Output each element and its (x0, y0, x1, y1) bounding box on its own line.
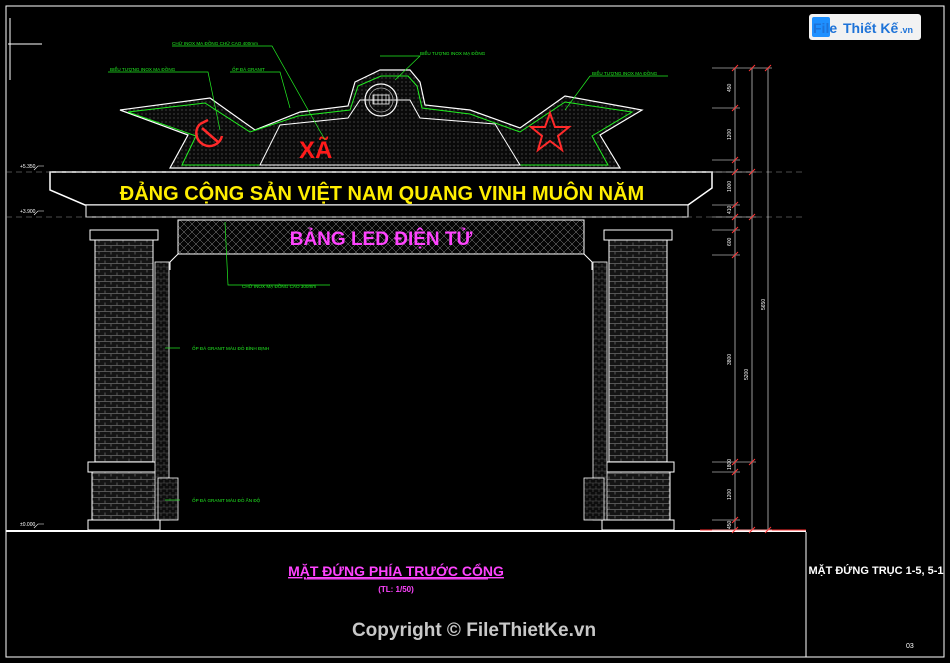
svg-text:Thiết Kế: Thiết Kế (843, 20, 898, 36)
svg-text:450: 450 (727, 83, 733, 92)
right-title: MẶT ĐỨNG TRỤC 1-5, 5-1 (808, 564, 943, 577)
right-column (583, 229, 675, 531)
filethietke-logo: File Thiết Kế .vn (809, 14, 921, 40)
drawing-scale: (TL: 1/50) (378, 585, 414, 594)
svg-text:3800: 3800 (727, 354, 733, 365)
annotation-leaders (108, 45, 668, 501)
dimension-ticks (731, 64, 772, 534)
svg-text:+3.900: +3.900 (20, 209, 36, 215)
annotation-3: ỐP ĐÁ GRANIT (232, 66, 265, 72)
svg-text:1200: 1200 (727, 129, 733, 140)
svg-text:1800: 1800 (727, 459, 733, 470)
svg-text:1000: 1000 (727, 181, 733, 192)
led-panel (177, 219, 585, 255)
crown-inner-outline (259, 99, 521, 166)
annotation-4: BIỂU TƯỢNG INOX MẠ ĐỒNG (420, 50, 486, 56)
level-markers: +5.350 +3.900 ±0.000 (20, 164, 44, 529)
svg-text:5650: 5650 (761, 299, 767, 310)
emblem-icon (364, 83, 398, 117)
copyright-text: Copyright © FileThietKe.vn (352, 620, 596, 641)
annotation-8: ỐP ĐÁ GRANIT MÀU ĐỎ ẤN ĐỘ (192, 497, 261, 503)
svg-text:File: File (813, 20, 837, 36)
annotation-2: BIỂU TƯỢNG INOX MẠ ĐỒNG (110, 66, 176, 72)
slogan-text: ĐẢNG CỘNG SẢN VIỆT NAM QUANG VINH MUÔN N… (120, 181, 644, 205)
svg-text:5200: 5200 (744, 369, 750, 380)
ucs-icon (8, 18, 42, 80)
svg-text:600: 600 (727, 237, 733, 246)
drawing-title: MẶT ĐỨNG PHÍA TRƯỚC CỔNG (288, 562, 504, 579)
annotation-6: CHỮ INOX MẠ ĐỒNG CAO 300mm (242, 283, 316, 289)
svg-text:410: 410 (727, 205, 733, 214)
svg-text:.vn: .vn (900, 25, 913, 35)
beam-underside (85, 204, 689, 218)
led-sign-text: BẢNG LED ĐIỆN TỬ (290, 228, 473, 250)
svg-text:450: 450 (727, 520, 733, 529)
svg-text:±0.000: ±0.000 (20, 522, 35, 528)
crown-green-outline (127, 75, 634, 166)
left-column (87, 229, 179, 531)
svg-text:1200: 1200 (727, 489, 733, 500)
annotation-7: ỐP ĐÁ GRANIT MÀU ĐỎ BÌNH ĐỊNH (192, 345, 269, 351)
annotation-5: BIỂU TƯỢNG INOX MẠ ĐỒNG (592, 70, 658, 76)
sheet-number: 03 (906, 643, 914, 650)
top-word: XÃ (299, 136, 332, 164)
svg-text:+5.350: +5.350 (20, 164, 36, 170)
roof-crown (119, 69, 644, 169)
star-icon (528, 110, 572, 153)
hammer-sickle-icon (195, 118, 224, 148)
drawing-frame (5, 5, 945, 658)
annotation-1: CHỮ INOX MẠ ĐỒNG CHỮ CAO 400mm (172, 40, 258, 46)
